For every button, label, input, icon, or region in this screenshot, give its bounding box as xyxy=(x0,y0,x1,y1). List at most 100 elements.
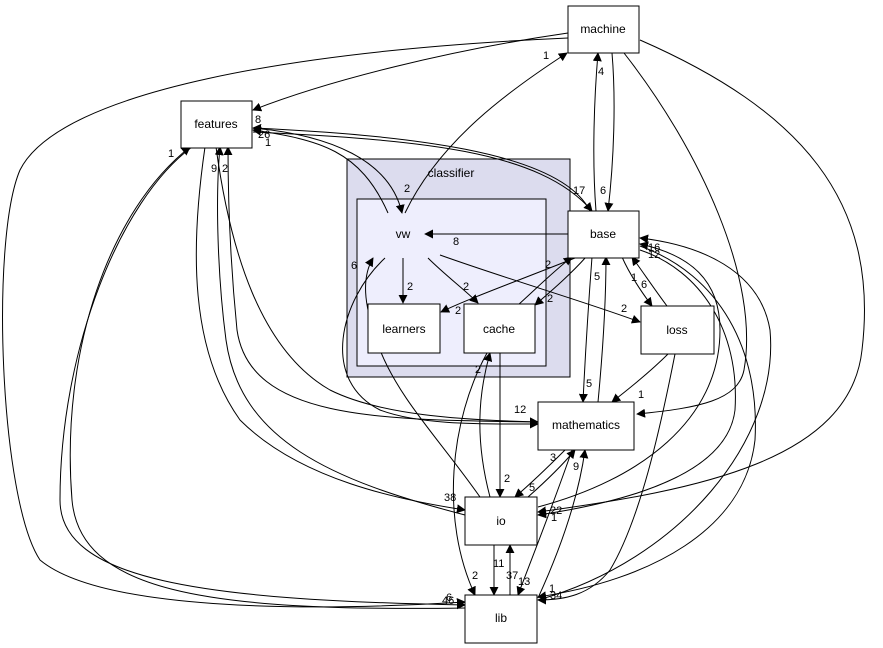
edge-io-features[interactable] xyxy=(214,146,466,516)
edge-base-loss[interactable] xyxy=(621,256,653,307)
node-features[interactable]: features xyxy=(180,100,253,149)
edge-label: 26 xyxy=(258,129,270,141)
edge-features-vw[interactable] xyxy=(252,127,405,214)
edge-features-base[interactable] xyxy=(252,131,593,212)
edge-mathematics-base[interactable] xyxy=(597,256,611,403)
node-mathematics-box[interactable] xyxy=(537,401,635,451)
edge-machine-lib[interactable] xyxy=(2,37,569,608)
edge-vw-machine[interactable] xyxy=(404,52,568,214)
edge-label: 34 xyxy=(550,590,562,602)
node-io-box[interactable] xyxy=(464,496,538,546)
edge-loss-lib[interactable] xyxy=(537,353,676,605)
edge-label: 2 xyxy=(222,163,228,175)
node-machine[interactable]: machine xyxy=(567,5,640,54)
edge-label: 22 xyxy=(550,505,562,517)
edge-label: 9 xyxy=(211,163,217,175)
node-lib-box[interactable] xyxy=(464,594,538,644)
edge-label: 17 xyxy=(573,185,585,197)
edge-label: 8 xyxy=(453,236,459,248)
edge-features-mathematics[interactable] xyxy=(215,146,539,427)
edge-base-lib[interactable] xyxy=(537,245,756,601)
edge-io-base[interactable] xyxy=(537,241,721,508)
node-base-box[interactable] xyxy=(567,210,640,259)
edge-base-io[interactable] xyxy=(537,249,736,519)
node-features-box[interactable] xyxy=(180,100,253,149)
edge-io-vw[interactable] xyxy=(365,257,481,498)
node-lib[interactable]: lib xyxy=(464,594,538,644)
edge-label: 6 xyxy=(600,185,606,197)
edge-base-mathematics[interactable] xyxy=(578,256,593,403)
edge-label: 2 xyxy=(475,364,481,376)
edge-vw-cache[interactable] xyxy=(427,257,479,304)
edge-machine-io[interactable] xyxy=(537,39,865,516)
edge-label: 2 xyxy=(455,305,461,317)
edge-loss-base[interactable] xyxy=(631,256,668,307)
edge-label: 2 xyxy=(463,281,469,293)
edge-label: 5 xyxy=(529,482,535,494)
node-machine-box[interactable] xyxy=(567,5,640,54)
edge-label: 13 xyxy=(518,576,530,588)
edge-label: 9 xyxy=(573,461,579,473)
node-cache[interactable]: cache xyxy=(463,303,536,354)
node-io[interactable]: io xyxy=(464,496,538,546)
edge-loss-mathematics[interactable] xyxy=(611,353,669,403)
node-io-label: io xyxy=(496,514,506,528)
node-lib-label: lib xyxy=(495,611,507,625)
edge-labels: 8 1 4 6 26 2 17 1 2 1 9 46 8 2 2 2 2 2 2… xyxy=(168,50,660,607)
edge-label: 46 xyxy=(442,595,454,607)
node-cache-box[interactable] xyxy=(463,303,536,354)
edge-label: 16 xyxy=(648,242,660,254)
node-loss-box[interactable] xyxy=(640,305,715,355)
node-cache-label: cache xyxy=(483,322,515,336)
edge-lib-base[interactable] xyxy=(537,234,772,601)
edge-base-cache[interactable] xyxy=(534,256,587,306)
node-base[interactable]: base xyxy=(567,210,640,259)
edge-lib-features[interactable] xyxy=(69,146,466,609)
node-features-label: features xyxy=(194,117,237,131)
edge-label: 37 xyxy=(506,570,518,582)
edge-base-learners[interactable] xyxy=(440,255,581,313)
edge-label: 1 xyxy=(543,50,549,62)
edge-machine-mathematics[interactable] xyxy=(623,52,748,418)
edge-label: 2 xyxy=(504,473,510,485)
edge-base-machine[interactable] xyxy=(592,52,602,212)
node-mathematics[interactable]: mathematics xyxy=(537,401,635,451)
edge-features-io[interactable] xyxy=(195,146,466,514)
edge-label: 1 xyxy=(638,389,644,401)
edge-mathematics-io[interactable] xyxy=(514,449,566,498)
edge-label: 5 xyxy=(586,378,592,390)
edge-label: 2 xyxy=(621,303,627,315)
edge-label: 12 xyxy=(648,249,660,261)
edge-io-cache[interactable] xyxy=(479,352,493,498)
edge-label: 1 xyxy=(168,148,174,160)
node-base-label: base xyxy=(590,227,616,241)
node-learners-box[interactable] xyxy=(367,303,441,354)
node-loss[interactable]: loss xyxy=(640,305,715,355)
edge-features-lib[interactable] xyxy=(59,146,466,610)
edge-label: 1 xyxy=(551,512,557,524)
edge-lib-mathematics[interactable] xyxy=(537,449,589,599)
edge-mathematics-lib[interactable] xyxy=(516,449,573,596)
edge-label: 1 xyxy=(549,583,555,595)
edge-label: 6 xyxy=(351,260,357,272)
edge-label: 38 xyxy=(444,492,456,504)
edge-cache-lib[interactable] xyxy=(452,352,488,596)
edge-machine-features[interactable] xyxy=(252,32,569,112)
edge-cache-base[interactable] xyxy=(517,256,573,306)
edge-label: 2 xyxy=(404,183,410,195)
edge-vw-loss[interactable] xyxy=(439,254,641,324)
edge-label: 12 xyxy=(514,404,526,416)
edge-machine-base[interactable] xyxy=(604,52,615,212)
cluster-classifier-label: classifier xyxy=(428,166,475,180)
edge-label: 4 xyxy=(598,66,604,78)
edges xyxy=(2,32,865,610)
node-mathematics-label: mathematics xyxy=(552,418,620,432)
edge-label: 1 xyxy=(265,137,271,149)
node-loss-label: loss xyxy=(666,323,687,337)
node-learners[interactable]: learners xyxy=(367,303,441,354)
edge-vw-features[interactable] xyxy=(252,126,389,214)
edge-base-features[interactable] xyxy=(252,123,591,212)
edge-label: 2 xyxy=(547,293,553,305)
node-vw[interactable]: vw xyxy=(396,227,411,241)
